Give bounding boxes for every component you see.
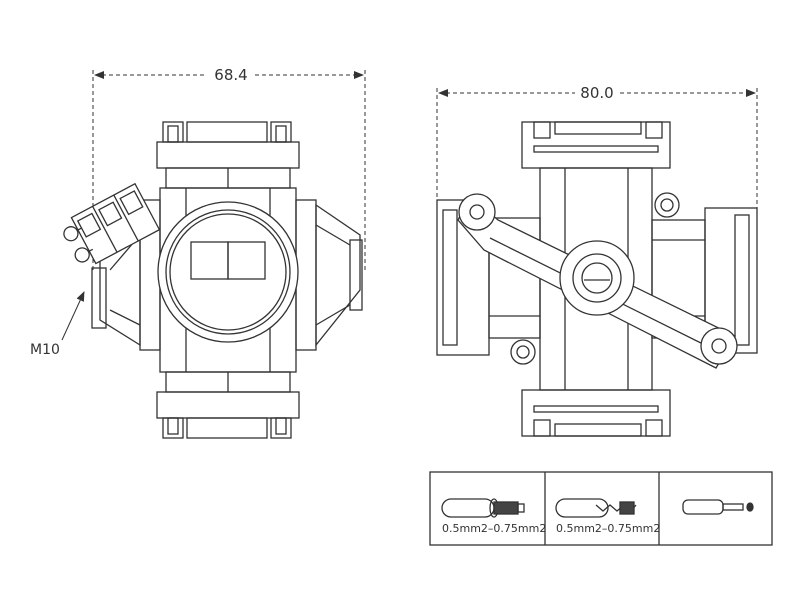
bare-wire-end-icon xyxy=(682,499,754,515)
dimension-label-68-4: 68.4 xyxy=(214,66,247,84)
wire-cell-label-2: 0.5mm2–0.75mm2 xyxy=(556,522,660,535)
terminal-block xyxy=(63,182,161,265)
dimension-label-80-0: 80.0 xyxy=(580,84,613,102)
wire-cell-label-1: 0.5mm2–0.75mm2 xyxy=(442,522,546,535)
right-view xyxy=(436,88,758,437)
wire-spec-table xyxy=(429,471,773,546)
twisted-wire-icon xyxy=(555,498,637,518)
stranded-wire-icon xyxy=(441,498,525,518)
left-view xyxy=(61,70,366,439)
thread-label-m10: M10 xyxy=(30,342,60,358)
dimension-left xyxy=(92,70,366,270)
